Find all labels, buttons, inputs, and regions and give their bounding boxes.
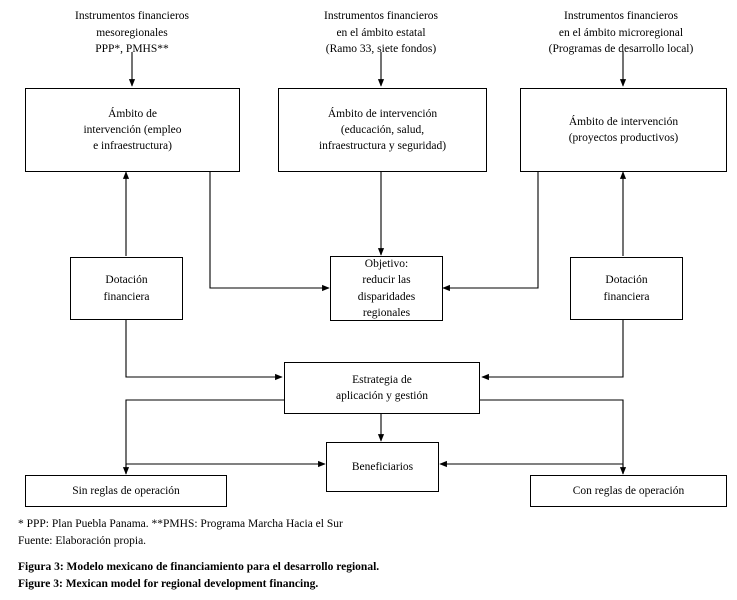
line-estrategia-right-branch xyxy=(480,399,624,474)
box-estrategia-aplicacion-gestion[interactable]: Estrategia de aplicación y gestión xyxy=(284,362,480,414)
source-label-microregional: Instrumentos financieros en el ámbito mi… xyxy=(548,10,694,56)
figure-caption-english: Figure 3: Mexican model for regional dev… xyxy=(18,578,319,590)
arrow-dotacion-right-to-estrategia xyxy=(481,320,624,381)
footnote-source: Fuente: Elaboración propia. xyxy=(18,535,147,547)
box-ambito-intervencion-proyectos[interactable]: Ámbito de intervención (proyectos produc… xyxy=(520,88,727,172)
box-ambito-intervencion-educacion[interactable]: Ámbito de intervención (educación, salud… xyxy=(278,88,487,172)
source-label-mesoregional: Instrumentos financieros mesoregionales … xyxy=(74,10,189,56)
box-dotacion-financiera-izquierda[interactable]: Dotación financiera xyxy=(70,257,183,320)
box-ambito-intervencion-empleo[interactable]: Ámbito de intervención (empleo e infraes… xyxy=(25,88,240,172)
box-objetivo-disparidades[interactable]: Objetivo: reducir las disparidades regio… xyxy=(330,256,443,321)
box-dotacion-financiera-derecha[interactable]: Dotación financiera xyxy=(570,257,683,320)
box-sin-reglas-de-operacion[interactable]: Sin reglas de operación xyxy=(25,475,227,507)
figure-caption-spanish: Figura 3: Modelo mexicano de financiamie… xyxy=(18,561,380,573)
box-beneficiarios[interactable]: Beneficiarios xyxy=(326,442,439,492)
arrow-ambito3-to-objetivo xyxy=(442,171,539,292)
footnote-abbreviations: * PPP: Plan Puebla Panama. **PMHS: Progr… xyxy=(18,518,343,530)
box-con-reglas-de-operacion[interactable]: Con reglas de operación xyxy=(530,475,727,507)
line-estrategia-left-branch xyxy=(125,399,284,474)
arrow-ambito1-to-objetivo xyxy=(209,171,330,292)
source-label-estatal: Instrumentos financieros en el ámbito es… xyxy=(323,10,438,56)
arrow-dotacion-left-to-estrategia xyxy=(125,320,283,381)
